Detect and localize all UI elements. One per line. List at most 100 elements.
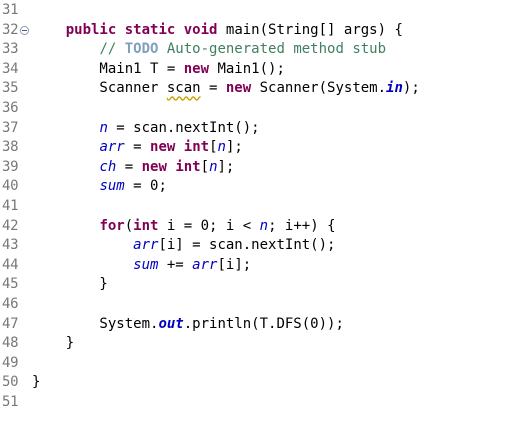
code-line[interactable]: 31 — [0, 1, 523, 21]
code-token: ); — [402, 80, 420, 97]
code-token: ]; — [225, 139, 243, 156]
line-number: 38 — [2, 139, 19, 156]
field-token: arr — [99, 139, 125, 156]
code-token: Main1(); — [209, 60, 285, 77]
code-token: Scanner(System. — [251, 80, 387, 97]
code-text: // TODO Auto-generated method stub — [32, 40, 386, 60]
code-line[interactable]: 46 — [0, 295, 523, 315]
keyword-token: new — [225, 80, 252, 97]
line-number: 33 — [2, 41, 19, 58]
field-token: out — [158, 315, 184, 332]
code-line[interactable]: 48 } — [0, 334, 523, 354]
keyword-token: void — [183, 21, 218, 38]
field-token: n — [259, 217, 269, 234]
keyword-token: for — [99, 217, 125, 234]
field-token: sum — [99, 178, 125, 195]
code-line[interactable]: 43 arr[i] = scan.nextInt(); — [0, 236, 523, 256]
code-text: sum = 0; — [32, 177, 166, 197]
code-line[interactable]: 33 // TODO Auto-generated method stub — [0, 40, 523, 60]
code-text: n = scan.nextInt(); — [32, 119, 260, 139]
code-text: sum += arr[i]; — [32, 256, 251, 276]
code-token: [i] = scan.nextInt(); — [158, 237, 336, 254]
line-number: 32 — [2, 21, 19, 38]
keyword-token: int — [175, 158, 201, 175]
code-token: } — [32, 374, 41, 391]
code-token — [32, 120, 99, 136]
code-line[interactable]: 36 — [0, 99, 523, 119]
code-line[interactable]: 35 Scanner scan = new Scanner(System.in)… — [0, 79, 523, 99]
line-number: 36 — [2, 100, 19, 116]
line-number: 34 — [2, 60, 19, 77]
field-token: ch — [99, 158, 117, 175]
code-text: System.out.println(T.DFS(0)); — [32, 315, 343, 335]
code-line[interactable]: 37 n = scan.nextInt(); — [0, 119, 523, 139]
code-line[interactable]: 41 — [0, 197, 523, 217]
line-number: 39 — [2, 158, 19, 175]
code-token: ]; — [217, 158, 235, 175]
keyword-token: int — [183, 139, 210, 156]
code-text: Main1 T = new Main1(); — [32, 60, 285, 80]
line-number: 48 — [2, 335, 19, 352]
code-token — [175, 22, 183, 38]
code-token: = — [116, 158, 142, 175]
line-number: 42 — [2, 217, 19, 234]
code-line[interactable]: 45 } — [0, 275, 523, 295]
field-token: n — [217, 139, 226, 156]
code-token: Scanner — [32, 80, 167, 97]
field-token: n — [209, 158, 218, 175]
code-token: = scan.nextInt(); — [107, 119, 260, 136]
code-text: } — [32, 275, 107, 295]
code-token — [32, 237, 133, 253]
collapse-icon[interactable] — [20, 25, 29, 35]
code-token: ( — [124, 217, 134, 234]
code-line[interactable]: 44 sum += arr[i]; — [0, 256, 523, 276]
line-number: 49 — [2, 354, 19, 371]
keyword-token: new — [150, 139, 176, 156]
line-number: 44 — [2, 256, 19, 273]
line-number: 35 — [2, 80, 19, 97]
code-token: [i]; — [217, 256, 252, 273]
code-token — [32, 159, 99, 175]
field-token: n — [99, 119, 108, 136]
code-token: ; i++) { — [268, 217, 336, 234]
code-token: main(String[] args) { — [217, 21, 403, 38]
code-text: Scanner scan = new Scanner(System.in); — [32, 79, 420, 99]
code-line[interactable]: 34 Main1 T = new Main1(); — [0, 60, 523, 80]
code-text: public static void main(String[] args) { — [32, 21, 403, 41]
code-line[interactable]: 51 — [0, 393, 523, 413]
keyword-token: int — [133, 217, 159, 234]
code-token — [32, 257, 133, 273]
code-token: i = 0; i < — [158, 217, 260, 234]
code-text: ch = new int[n]; — [32, 158, 234, 178]
code-line[interactable]: 39 ch = new int[n]; — [0, 158, 523, 178]
line-number: 43 — [2, 237, 19, 254]
code-token — [32, 178, 99, 194]
line-number: 51 — [2, 394, 19, 410]
code-token — [32, 41, 99, 57]
code-line[interactable]: 40 sum = 0; — [0, 177, 523, 197]
code-line[interactable]: 42 for(int i = 0; i < n; i++) { — [0, 217, 523, 237]
code-text: for(int i = 0; i < n; i++) { — [32, 217, 336, 237]
line-number: 50 — [2, 374, 19, 391]
code-text: } — [32, 334, 74, 354]
line-number: 47 — [2, 315, 19, 332]
code-token — [175, 139, 183, 155]
code-token: = — [124, 139, 151, 156]
code-token — [32, 22, 66, 38]
line-number: 45 — [2, 276, 19, 293]
keyword-token: public — [65, 21, 117, 38]
field-token: arr — [133, 237, 159, 254]
comment-token: // — [99, 41, 125, 58]
code-token: } — [32, 335, 75, 352]
code-line[interactable]: 47 System.out.println(T.DFS(0)); — [0, 315, 523, 335]
todo-tag: TODO — [124, 41, 159, 58]
code-line[interactable]: 32 public static void main(String[] args… — [0, 21, 523, 41]
code-line[interactable]: 49 — [0, 354, 523, 374]
field-token: sum — [133, 256, 159, 273]
code-token — [32, 218, 99, 234]
code-line[interactable]: 38 arr = new int[n]; — [0, 138, 523, 158]
code-token: Main1 T = — [32, 60, 184, 77]
code-line[interactable]: 50} — [0, 373, 523, 393]
field-token: arr — [192, 256, 218, 273]
